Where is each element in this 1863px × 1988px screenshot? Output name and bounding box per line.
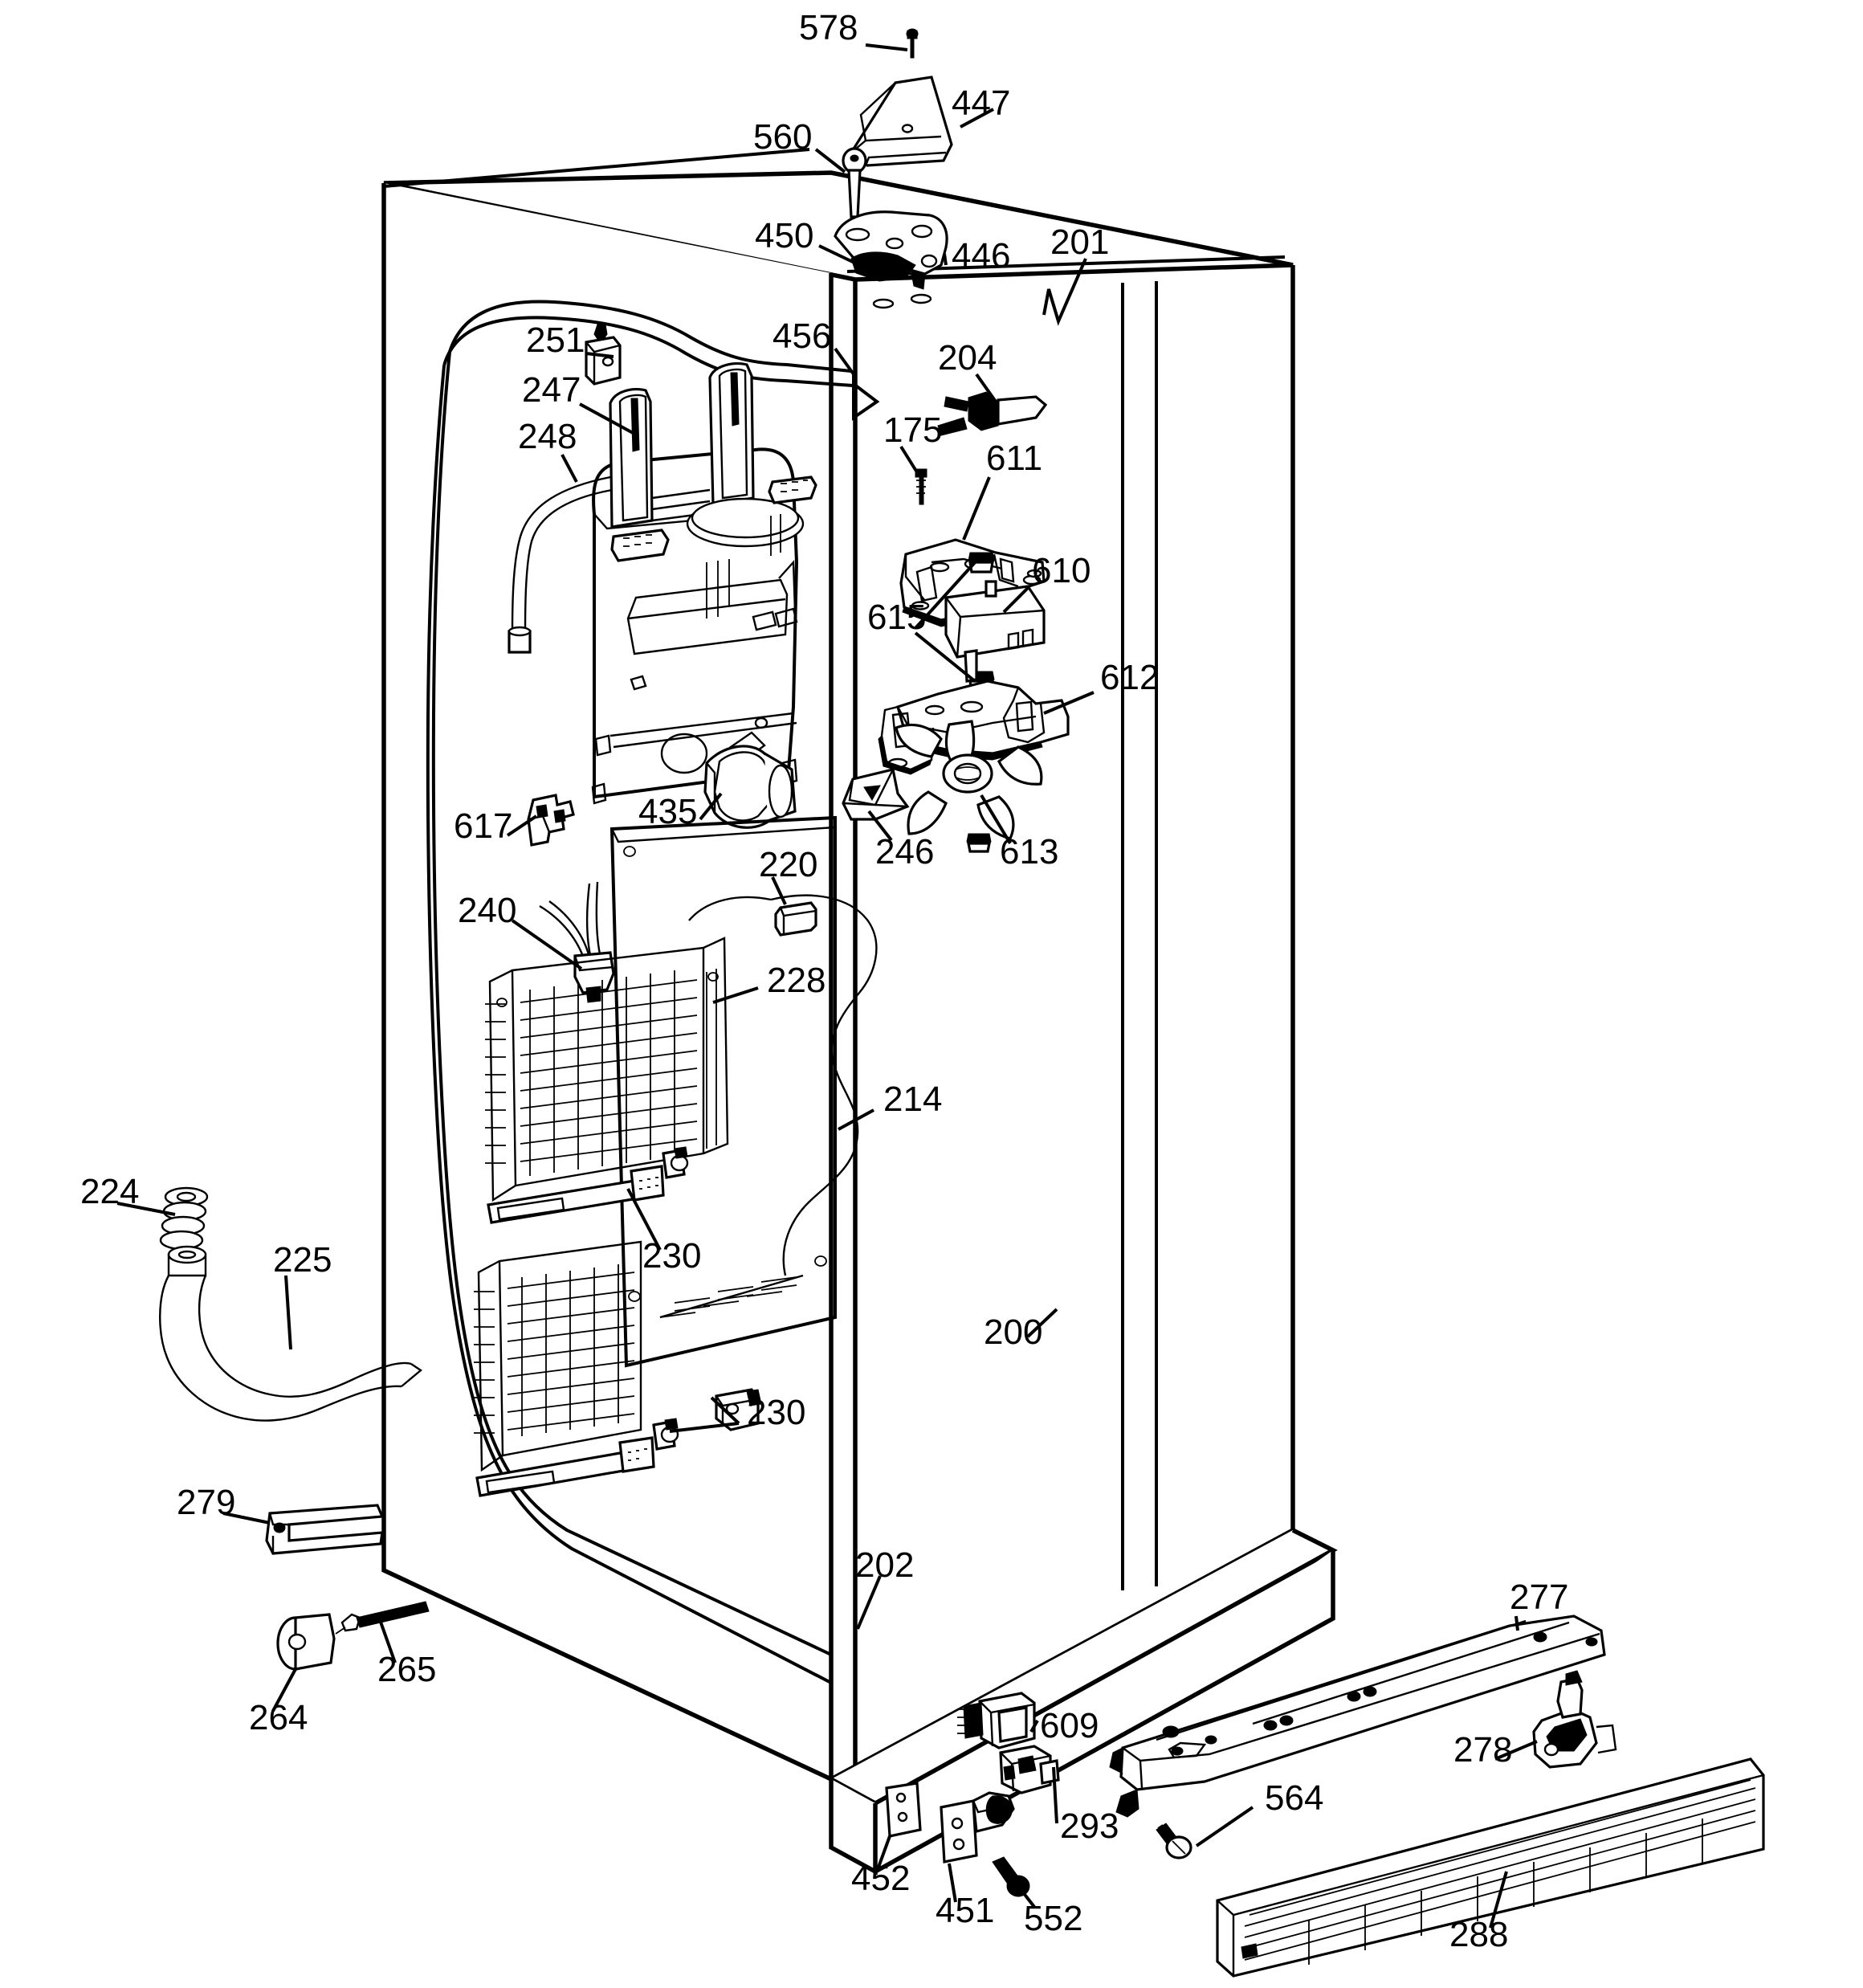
callout-label-224: 224 bbox=[80, 1172, 140, 1211]
drain-tube-spring-224 bbox=[159, 1186, 209, 1251]
hinge-shim-452 bbox=[885, 1782, 922, 1838]
callout-label-220: 220 bbox=[759, 845, 818, 884]
callout-label-611: 611 bbox=[986, 439, 1043, 478]
callout-label-451: 451 bbox=[936, 1891, 995, 1930]
callout-label-279: 279 bbox=[177, 1483, 236, 1522]
bottom-hinge-451 bbox=[940, 1791, 1015, 1863]
callout-label-293: 293 bbox=[1060, 1806, 1119, 1846]
callout-label-230: 230 bbox=[642, 1236, 702, 1276]
callout-label-288: 288 bbox=[1449, 1915, 1509, 1954]
screw-578 bbox=[906, 28, 919, 59]
callout-label-204: 204 bbox=[938, 338, 997, 378]
grommet-615-upper bbox=[968, 552, 995, 574]
callout-label-278: 278 bbox=[1453, 1730, 1513, 1770]
light-socket-204 bbox=[937, 391, 1048, 436]
wire-connector-617 bbox=[527, 794, 575, 847]
wire-clip-293 bbox=[999, 1745, 1060, 1794]
kick-plate-bracket-277 bbox=[1109, 1614, 1606, 1818]
control-board-610 bbox=[944, 580, 1046, 683]
callout-label-446: 446 bbox=[952, 236, 1011, 276]
screw-175 bbox=[915, 468, 927, 505]
callout-label-617: 617 bbox=[454, 806, 513, 846]
callout-label-447: 447 bbox=[952, 84, 1011, 123]
top-hinge-446 bbox=[834, 210, 948, 309]
callout-label-609: 609 bbox=[1040, 1706, 1099, 1745]
fan-blade bbox=[895, 720, 1043, 840]
callout-label-613: 613 bbox=[1000, 832, 1059, 872]
callout-label-435: 435 bbox=[638, 792, 698, 831]
callout-label-264: 264 bbox=[249, 1698, 308, 1737]
air-deflector-246 bbox=[842, 768, 910, 821]
callout-label-246: 246 bbox=[875, 832, 935, 872]
bracket-456 bbox=[852, 371, 880, 421]
callout-label-277: 277 bbox=[1510, 1578, 1569, 1617]
defrost-heater-230-upper bbox=[487, 1146, 689, 1224]
callout-label-456: 456 bbox=[773, 316, 832, 356]
callout-label-612: 612 bbox=[1100, 658, 1160, 697]
cutaway-wavy-edge bbox=[688, 894, 878, 1276]
callout-label-230-lower: 230 bbox=[747, 1393, 806, 1432]
defrost-heater-230-lower bbox=[475, 1418, 679, 1497]
callout-label-201: 201 bbox=[1050, 222, 1110, 262]
callout-label-450: 450 bbox=[755, 216, 814, 255]
roller-axle-265 bbox=[335, 1601, 430, 1635]
leveling-bracket-279 bbox=[265, 1504, 385, 1555]
switch-609 bbox=[957, 1692, 1036, 1749]
evaporator-coil-228 bbox=[474, 937, 729, 1472]
callout-label-240: 240 bbox=[458, 891, 517, 930]
callout-label-225: 225 bbox=[273, 1240, 332, 1280]
fan-nut-613 bbox=[966, 833, 992, 853]
callout-label-560: 560 bbox=[753, 117, 813, 157]
callout-label-452: 452 bbox=[851, 1859, 911, 1898]
callout-label-228: 228 bbox=[767, 961, 826, 1000]
callout-label-564: 564 bbox=[1265, 1778, 1324, 1818]
evaporator-fan-motor-435 bbox=[703, 745, 797, 829]
callout-label-265: 265 bbox=[377, 1650, 437, 1689]
roller-264 bbox=[276, 1613, 336, 1671]
screw-552 bbox=[992, 1856, 1030, 1897]
callout-label-552: 552 bbox=[1024, 1899, 1083, 1938]
grille-kickplate-288 bbox=[1216, 1757, 1765, 1978]
drain-hose-225 bbox=[159, 1245, 423, 1422]
callout-label-202: 202 bbox=[855, 1545, 915, 1585]
callout-label-214: 214 bbox=[883, 1080, 943, 1119]
callout-label-248: 248 bbox=[518, 417, 577, 456]
callout-label-615: 615 bbox=[867, 598, 927, 637]
thermostat-cover-220 bbox=[774, 901, 817, 937]
screw-564 bbox=[1156, 1823, 1192, 1859]
water-tube-248 bbox=[508, 476, 613, 654]
callout-label-251: 251 bbox=[526, 320, 585, 360]
water-valve-clip-251 bbox=[585, 324, 622, 386]
auger-housing-247 bbox=[591, 361, 817, 805]
hinge-cover-447 bbox=[849, 76, 953, 167]
leader-lines bbox=[116, 43, 1538, 1929]
roller-assembly-278 bbox=[1532, 1670, 1617, 1769]
callout-label-578: 578 bbox=[799, 8, 858, 47]
callout-label-200: 200 bbox=[984, 1312, 1043, 1352]
callout-label-247: 247 bbox=[522, 370, 581, 410]
callout-label-610: 610 bbox=[1032, 551, 1091, 590]
callout-label-175: 175 bbox=[883, 410, 943, 450]
